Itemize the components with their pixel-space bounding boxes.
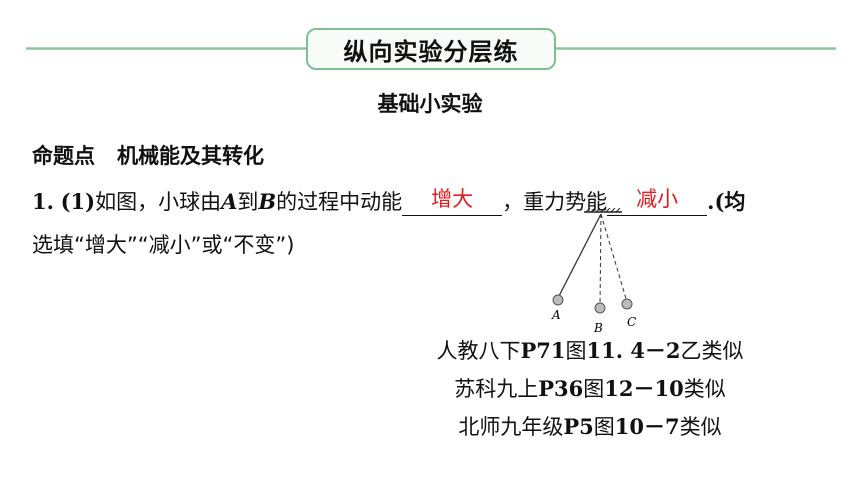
question-part: (1): [60, 189, 96, 214]
label-b: B: [593, 321, 603, 335]
question-text-d: ，重力势能: [502, 190, 608, 214]
pendulum-diagram: A B C: [551, 208, 636, 335]
pendulum-string-b: [599, 213, 602, 307]
question-text-a: 如图，小球由: [95, 190, 222, 214]
answer-1: 增大: [431, 187, 474, 211]
ball-c: [621, 298, 633, 310]
reference-line: 苏科九上P36图12－10类似: [454, 376, 726, 401]
answer-blank-1: 增大: [402, 187, 503, 216]
question-number: 1.: [32, 189, 54, 214]
question-line-2: 选填“增大”“减小”或“不变”): [32, 233, 295, 257]
answer-2: 减小: [636, 187, 679, 211]
answer-blank-2: 减小: [607, 187, 708, 216]
proposition-topic: 机械能及其转化: [117, 144, 264, 168]
header-rule-left: [26, 47, 308, 50]
proposition-label: 命题点: [32, 144, 95, 168]
section-subtitle: 基础小实验: [377, 92, 483, 116]
reference-line: 北师九年级P5图10－7类似: [458, 414, 722, 439]
label-a: A: [551, 308, 561, 322]
page-title: 纵向实验分层练: [306, 28, 556, 70]
point-b-label: B: [258, 189, 277, 214]
question-text-e: .(均: [707, 189, 746, 214]
ball-a: [552, 294, 564, 306]
ceiling-hatch: [585, 208, 621, 213]
header-rule-right: [556, 47, 836, 50]
ball-b: [594, 302, 606, 314]
question-text-c: 的过程中动能: [276, 190, 403, 214]
proposition-heading: 命题点机械能及其转化: [32, 140, 264, 170]
textbook-references: 人教八下P71图11. 4－2乙类似 苏科九上P36图12－10类似 北师九年级…: [420, 332, 760, 446]
point-a-label: A: [221, 189, 238, 214]
pendulum-string-a: [557, 213, 602, 299]
question-text-b: 到: [237, 190, 259, 214]
question-line-1: 1. (1)如图，小球由A到B的过程中动能 增大 ，重力势能 减小 .(均: [32, 186, 745, 216]
pendulum-string-c: [600, 213, 628, 303]
reference-line: 人教八下P71图11. 4－2乙类似: [436, 338, 744, 363]
label-c: C: [627, 315, 636, 329]
